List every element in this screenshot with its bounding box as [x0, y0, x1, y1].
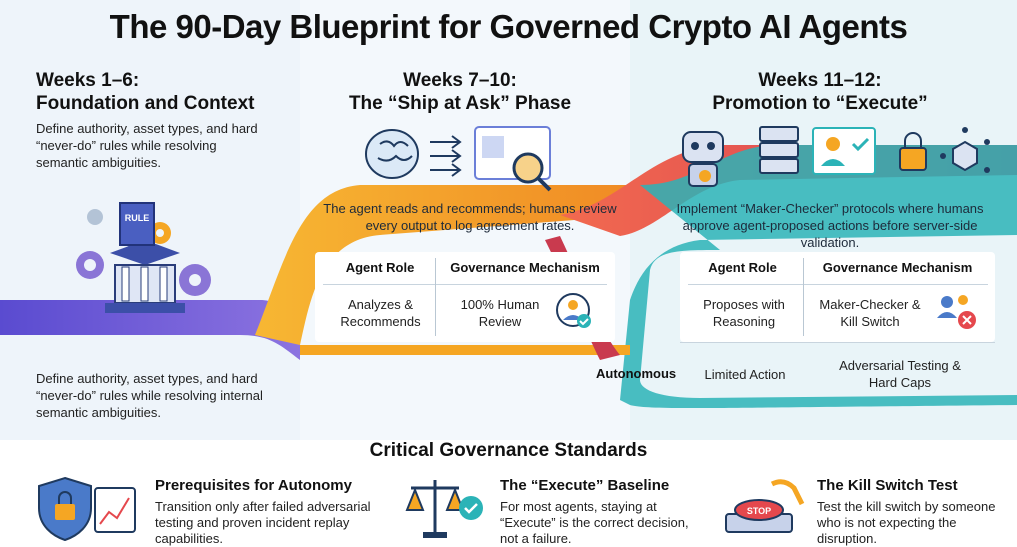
phase3-table-divider — [688, 284, 988, 285]
standards-heading: Critical Governance Standards — [369, 440, 648, 461]
phase3-heading: Weeks 11–12: Promotion to “Execute” — [680, 69, 960, 115]
phase2-heading: Weeks 7–10: The “Ship at Ask” Phase — [320, 69, 600, 115]
phase2-icons — [365, 126, 552, 192]
building-illustration: RULE — [76, 202, 211, 313]
phase2-table-column-divider — [435, 258, 436, 336]
approved-user-icon — [812, 127, 876, 175]
phase2-table: Agent Role Governance Mechanism Analyzes… — [315, 252, 615, 342]
phase1-heading-line1: Weeks 1–6: — [36, 70, 140, 91]
phase3-col-governance: Governance Mechanism — [822, 260, 973, 275]
phase3-ribbon-text: Implement “Maker-Checker” protocols wher… — [676, 201, 984, 250]
page-title: The 90-Day Blueprint for Governed Crypto… — [109, 8, 908, 45]
phase3-table-column-divider — [803, 258, 804, 336]
phase2-col-governance: Governance Mechanism — [450, 260, 600, 275]
phase2-col-agent-role: Agent Role — [345, 260, 415, 275]
phase3-row1-mechanism: Maker-Checker & Kill Switch — [819, 297, 921, 329]
phase3-table: Agent Role Governance Mechanism Proposes… — [680, 252, 995, 342]
phase3-heading-line2: Promotion to “Execute” — [712, 93, 928, 114]
bitcoin-icon — [699, 170, 711, 182]
magnifier-icon — [474, 126, 552, 192]
phase1-heading-line2: Foundation and Context — [36, 93, 255, 114]
network-icon — [940, 127, 990, 173]
standard1-title: Prerequisites for Autonomy — [155, 477, 352, 494]
phase3-heading-line1: Weeks 11–12: — [758, 70, 882, 91]
rule-book-label: RULE — [125, 213, 150, 223]
stop-label: STOP — [747, 506, 771, 516]
stop-button-icon: STOP — [725, 479, 805, 533]
building-icon — [105, 202, 185, 313]
phase3-row2-label: Autonomous — [596, 366, 677, 381]
phase2-table-divider — [323, 284, 607, 285]
phase2-governance-value: 100% Human Review — [460, 297, 540, 329]
scales-icon — [405, 480, 483, 538]
standard2-title: The “Execute” Baseline — [500, 477, 670, 494]
standard3-title: The Kill Switch Test — [817, 477, 958, 494]
phase3-row-divider — [680, 342, 995, 343]
phase2-heading-line1: Weeks 7–10: — [403, 70, 517, 91]
phase1-heading: Weeks 1–6: Foundation and Context — [36, 69, 286, 115]
standard3-text: Test the kill switch by someone who is n… — [817, 499, 996, 546]
phase1-description: Define authority, asset types, and hard … — [36, 121, 258, 170]
lock-icon — [899, 132, 927, 171]
phase3-row2-mechanism: Adversarial Testing & Hard Caps — [839, 358, 961, 390]
server-icon — [759, 126, 799, 174]
rejected-user-icon — [937, 295, 976, 329]
phase3-row2-role: Limited Action — [704, 367, 786, 382]
reviewer-icon — [556, 293, 591, 328]
phase2-heading-line2: The “Ship at Ask” Phase — [348, 93, 572, 114]
phase2-agent-role-value: Analyzes & Recommends — [340, 297, 421, 329]
phase1-footer-description: Define authority, asset types, and hard … — [36, 371, 263, 420]
standard1-text: Transition only after failed adversarial… — [155, 499, 371, 546]
phase3-row1-role: Proposes with Reasoning — [703, 297, 785, 329]
phase2-ribbon-text: The agent reads and recommends; humans r… — [323, 201, 617, 233]
brain-icon — [365, 129, 419, 179]
standard2-text: For most agents, staying at “Execute” is… — [500, 499, 689, 546]
phase3-icons — [682, 126, 990, 187]
phase3-col-agent-role: Agent Role — [708, 260, 777, 275]
arrows-icon — [430, 135, 462, 177]
shield-lock-icon — [38, 476, 136, 542]
